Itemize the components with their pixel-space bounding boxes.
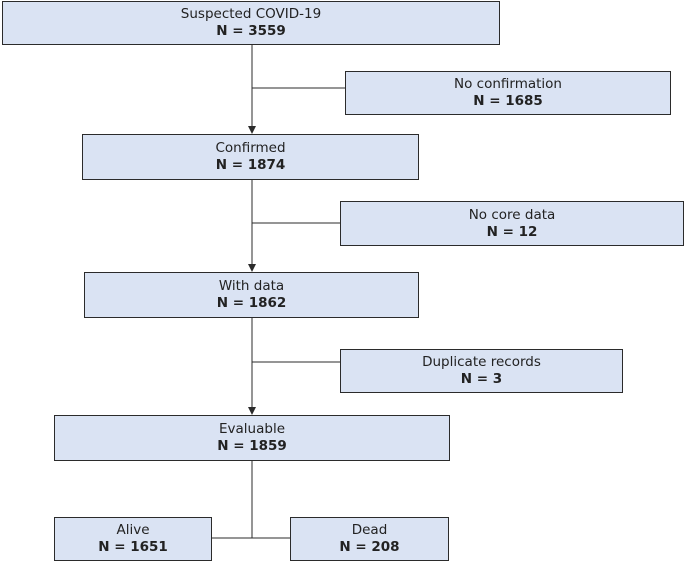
alive-count: N = 1651 (98, 539, 168, 555)
with-data-label: With data (218, 278, 285, 294)
no-core-data-label: No core data (468, 206, 556, 223)
with-data-count: N = 1862 (216, 295, 287, 311)
alive-label: Alive (116, 522, 150, 538)
dead-count: N = 208 (339, 539, 400, 555)
confirmed-box: Confirmed N = 1874 (82, 134, 419, 180)
suspected-covid-box: Suspected COVID-19 N = 3559 (2, 1, 500, 45)
suspected-covid-label: Suspected COVID-19 (180, 6, 322, 22)
duplicate-records-box: Duplicate records N = 3 (340, 349, 623, 393)
confirmed-label: Confirmed (215, 140, 286, 156)
duplicate-records-label: Duplicate records (422, 354, 541, 370)
evaluable-label: Evaluable (219, 421, 285, 437)
evaluable-box: Evaluable N = 1859 (54, 415, 450, 461)
no-core-data-count: N = 12 (486, 223, 538, 240)
no-confirmation-count: N = 1685 (473, 93, 543, 109)
no-confirmation-box: No confirmation N = 1685 (345, 71, 671, 115)
evaluable-count: N = 1859 (217, 438, 287, 454)
dead-label: Dead (351, 522, 388, 538)
no-core-data-box: No core data N = 12 (340, 201, 684, 246)
no-confirmation-label: No confirmation (454, 76, 562, 92)
alive-box: Alive N = 1651 (54, 517, 212, 561)
confirmed-count: N = 1874 (215, 157, 286, 173)
duplicate-records-count: N = 3 (460, 371, 503, 387)
dead-box: Dead N = 208 (290, 517, 449, 561)
suspected-covid-count: N = 3559 (216, 23, 286, 39)
with-data-box: With data N = 1862 (84, 272, 419, 318)
